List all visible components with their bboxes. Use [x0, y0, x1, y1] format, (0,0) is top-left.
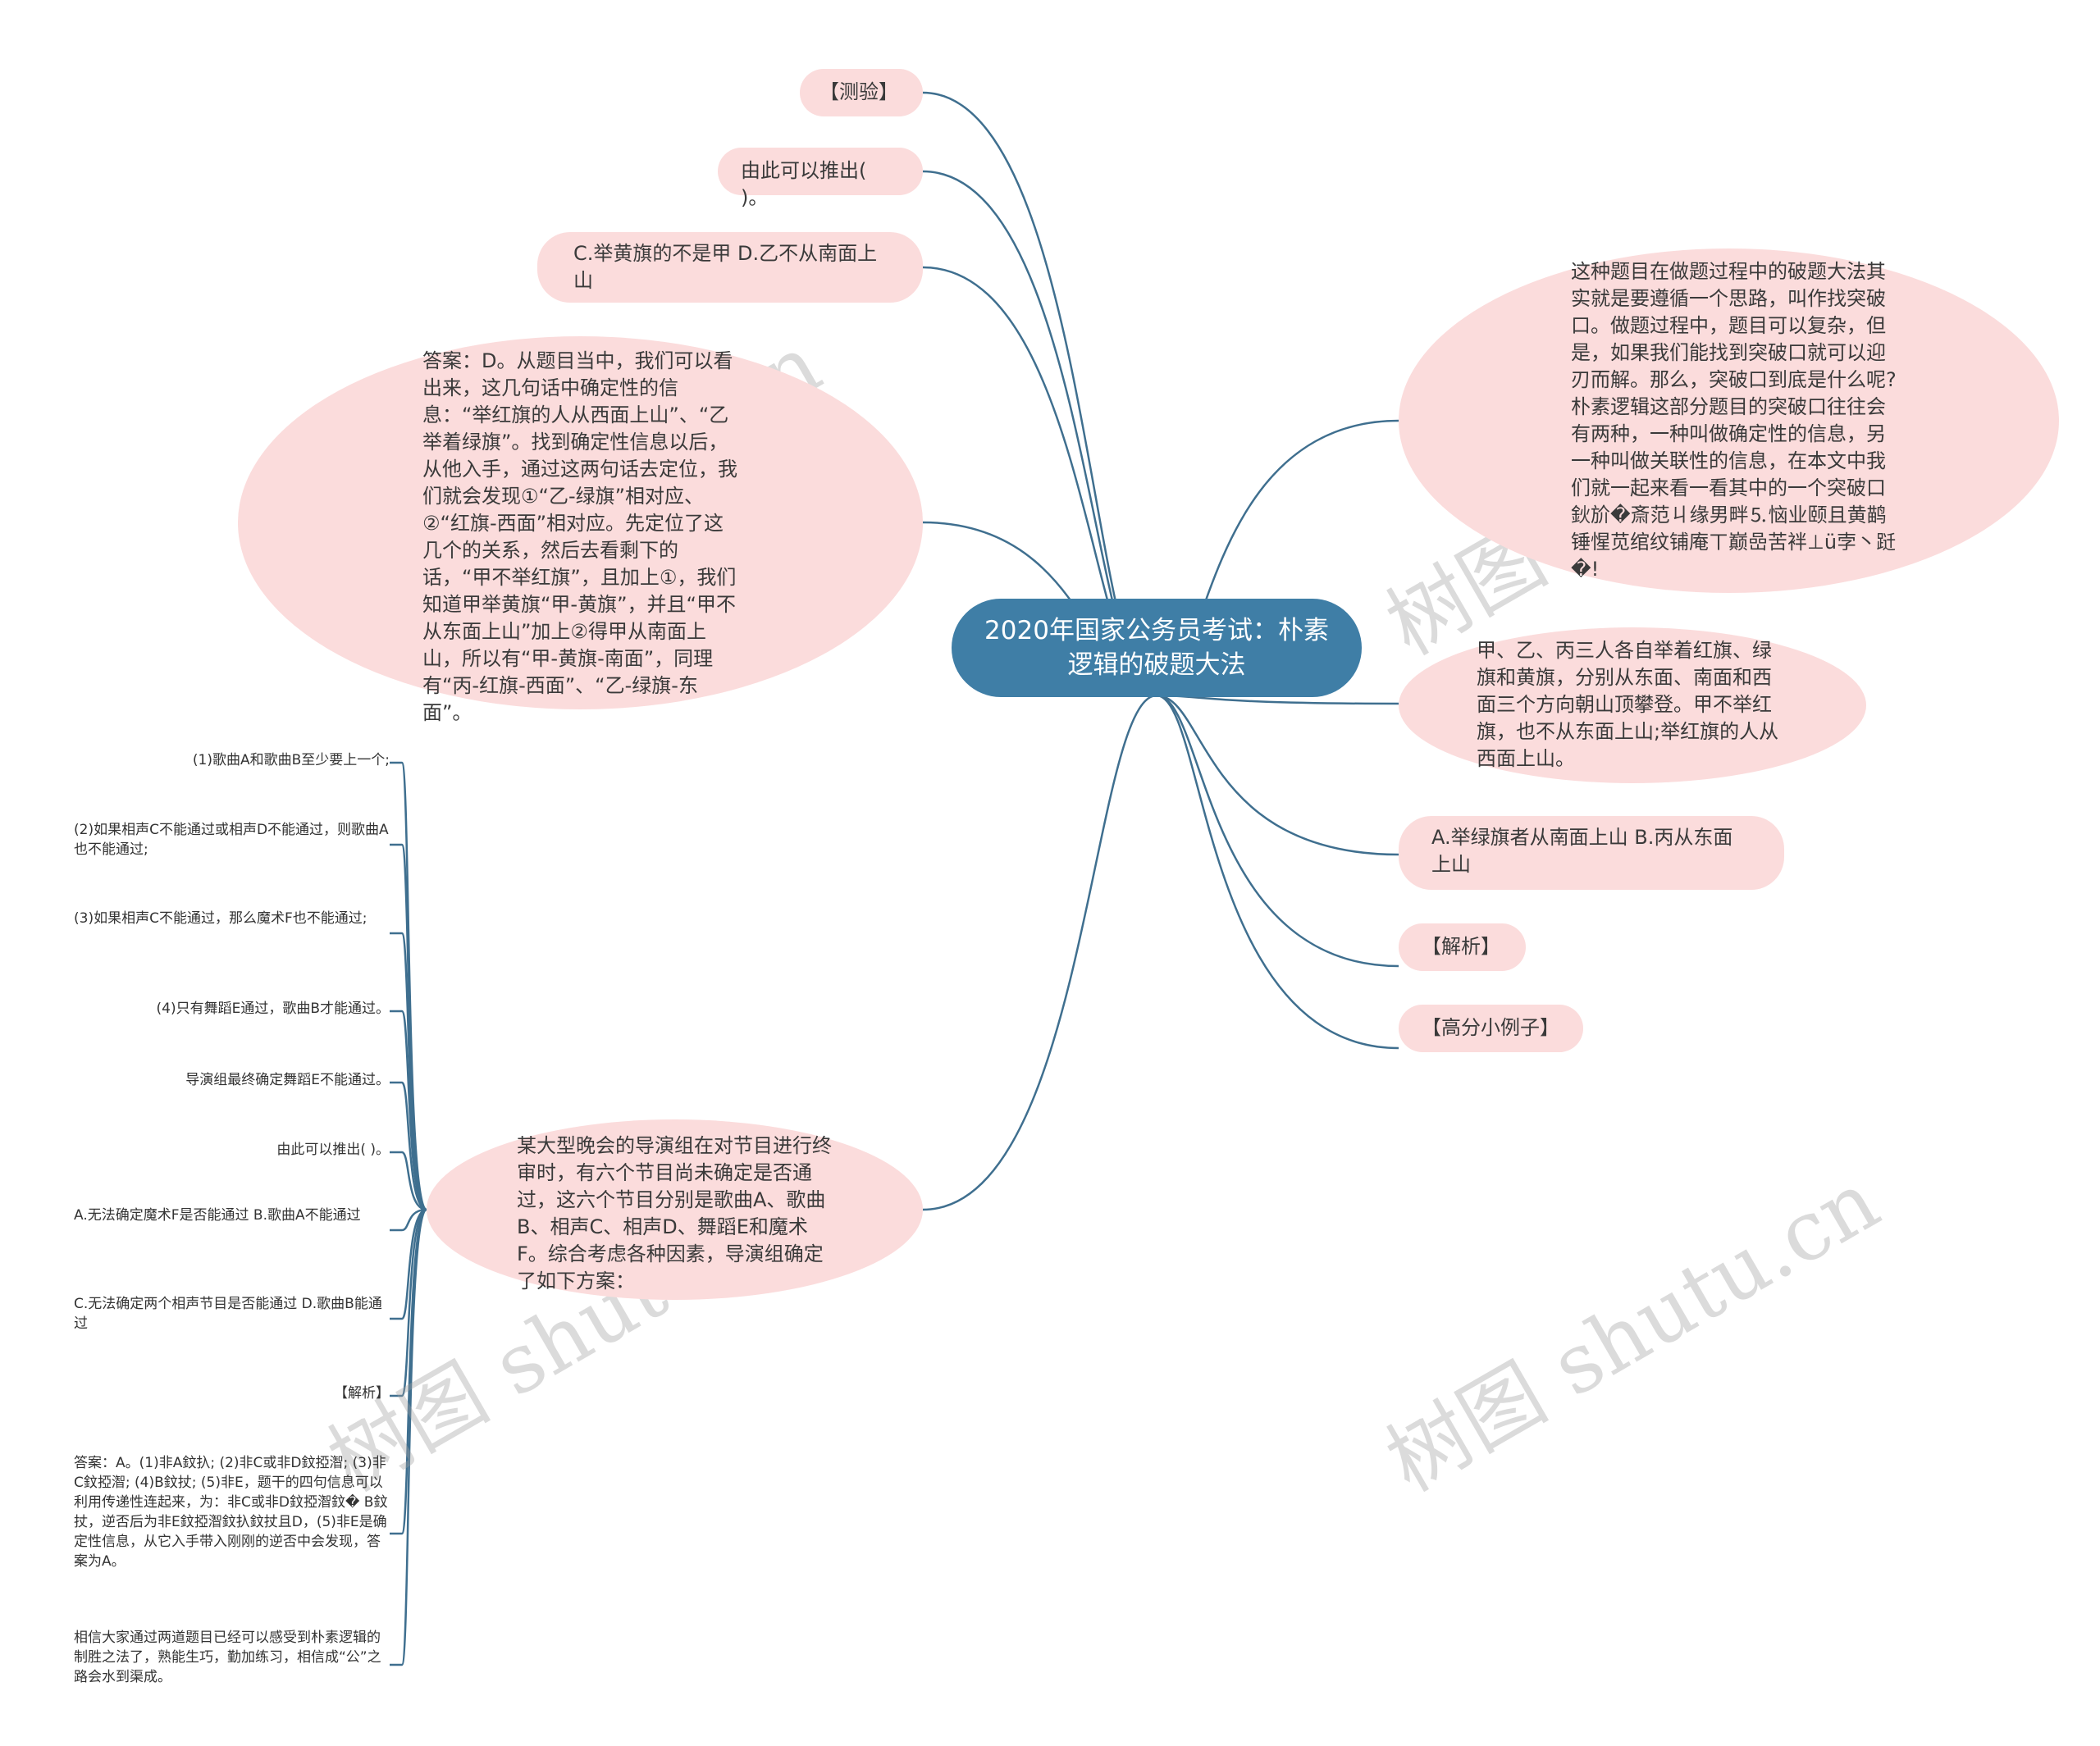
leaf-item[interactable]: (1)歌曲A和歌曲B至少要上一个;	[74, 750, 390, 770]
leaf-connector	[390, 1208, 427, 1320]
branch-line	[1156, 694, 1399, 968]
leaf-label: (1)歌曲A和歌曲B至少要上一个;	[192, 752, 390, 768]
leaf-item[interactable]: (4)只有舞蹈E通过，歌曲B才能通过。	[74, 999, 390, 1019]
node-label: A.举绿旗者从南面上山 B.丙从东面上山	[1431, 826, 1733, 876]
node-label: 【高分小例子】	[1422, 1016, 1559, 1039]
node-label: 【测验】	[819, 80, 898, 103]
branch-line	[1156, 694, 1399, 1050]
leaf-label: (3)如果相声C不能通过，那么魔术F也不能通过;	[74, 910, 368, 927]
root-title: 2020年国家公务员考试：朴素逻辑的破题大法	[984, 616, 1329, 680]
branch-line	[922, 694, 1157, 1211]
leaf-item[interactable]: 相信大家通过两道题目已经可以感受到朴素逻辑的制胜之法了，熟能生巧，勤加练习，相信…	[74, 1628, 390, 1687]
node-highscore[interactable]: 【高分小例子】	[1399, 1005, 1583, 1052]
leaf-connector	[390, 843, 428, 1211]
node-option-cd[interactable]: C.举黄旗的不是甲 D.乙不从南面上山	[537, 232, 923, 303]
node-label: 由此可以推出( )。	[741, 159, 867, 209]
leaf-connector	[390, 1208, 428, 1535]
node-label: 【解析】	[1422, 935, 1500, 958]
root-topic[interactable]: 2020年国家公务员考试：朴素逻辑的破题大法	[952, 599, 1362, 697]
node-intro[interactable]: 这种题目在做题过程中的破题大法其实就是要遵循一个思路，叫作找突破口。做题过程中，…	[1399, 248, 2059, 593]
leaf-label: 答案：A。(1)非A鈫扖; (2)非C或非D鈫掗潪; (3)非C鈫掗潪; (4)…	[74, 1455, 388, 1570]
node-example[interactable]: 某大型晚会的导演组在对节目进行终审时，有六个节目尚未确定是否通过，这六个节目分别…	[427, 1119, 923, 1300]
leaf-connector	[390, 1208, 427, 1232]
leaf-item[interactable]: 【解析】	[74, 1384, 390, 1403]
leaf-label: C.无法确定两个相声节目是否能通过 D.歌曲B能通过	[74, 1296, 382, 1332]
node-answer[interactable]: 答案：D。从题目当中，我们可以看出来，这几句话中确定性的信息：“举红旗的人从西面…	[238, 336, 923, 724]
leaf-connector	[390, 1081, 427, 1211]
leaf-label: 相信大家通过两道题目已经可以感受到朴素逻辑的制胜之法了，熟能生巧，勤加练习，相信…	[74, 1630, 381, 1685]
leaf-connector	[390, 1208, 428, 1666]
node-label: 答案：D。从题目当中，我们可以看出来，这几句话中确定性的信息：“举红旗的人从西面…	[422, 349, 737, 724]
leaf-item[interactable]: 导演组最终确定舞蹈E不能通过。	[74, 1070, 390, 1090]
node-quiz[interactable]: 【测验】	[800, 69, 923, 116]
leaf-connector	[390, 1010, 427, 1211]
leaf-connector	[390, 1151, 427, 1211]
node-problem[interactable]: 甲、乙、丙三人各自举着红旗、绿旗和黄旗，分别从东面、南面和西面三个方向朝山顶攀登…	[1399, 627, 1866, 783]
leaf-label: (4)只有舞蹈E通过，歌曲B才能通过。	[156, 1001, 390, 1017]
leaf-item[interactable]: A.无法确定魔术F是否能通过 B.歌曲A不能通过	[74, 1206, 390, 1225]
leaf-item[interactable]: 答案：A。(1)非A鈫扖; (2)非C或非D鈫掗潪; (3)非C鈫掗潪; (4)…	[74, 1453, 390, 1571]
leaf-item[interactable]: (2)如果相声C不能通过或相声D不能通过，则歌曲A也不能通过;	[74, 820, 390, 859]
leaf-label: 导演组最终确定舞蹈E不能通过。	[185, 1072, 390, 1088]
leaf-label: 由此可以推出( )。	[276, 1142, 390, 1158]
leaf-item[interactable]: (3)如果相声C不能通过，那么魔术F也不能通过;	[74, 909, 390, 928]
leaf-connector	[390, 932, 427, 1211]
leaf-item[interactable]: C.无法确定两个相声节目是否能通过 D.歌曲B能通过	[74, 1294, 390, 1333]
node-option-ab[interactable]: A.举绿旗者从南面上山 B.丙从东面上山	[1399, 816, 1784, 890]
node-label: 甲、乙、丙三人各自举着红旗、绿旗和黄旗，分别从东面、南面和西面三个方向朝山顶攀登…	[1477, 639, 1779, 770]
node-infer[interactable]: 由此可以推出( )。	[718, 148, 923, 209]
leaf-label: A.无法确定魔术F是否能通过 B.歌曲A不能通过	[74, 1207, 361, 1224]
node-analysis[interactable]: 【解析】	[1399, 923, 1526, 971]
node-label: 这种题目在做题过程中的破题大法其实就是要遵循一个思路，叫作找突破口。做题过程中，…	[1571, 260, 1897, 581]
leaf-connector	[390, 1208, 427, 1397]
node-label: C.举黄旗的不是甲 D.乙不从南面上山	[573, 242, 878, 292]
node-label: 某大型晚会的导演组在对节目进行终审时，有六个节目尚未确定是否通过，这六个节目分别…	[517, 1134, 832, 1292]
branch-line	[1156, 694, 1399, 856]
leaf-item[interactable]: 由此可以推出( )。	[74, 1140, 390, 1160]
leaf-label: (2)如果相声C不能通过或相声D不能通过，则歌曲A也不能通过;	[74, 822, 389, 858]
leaf-label: 【解析】	[334, 1385, 390, 1402]
